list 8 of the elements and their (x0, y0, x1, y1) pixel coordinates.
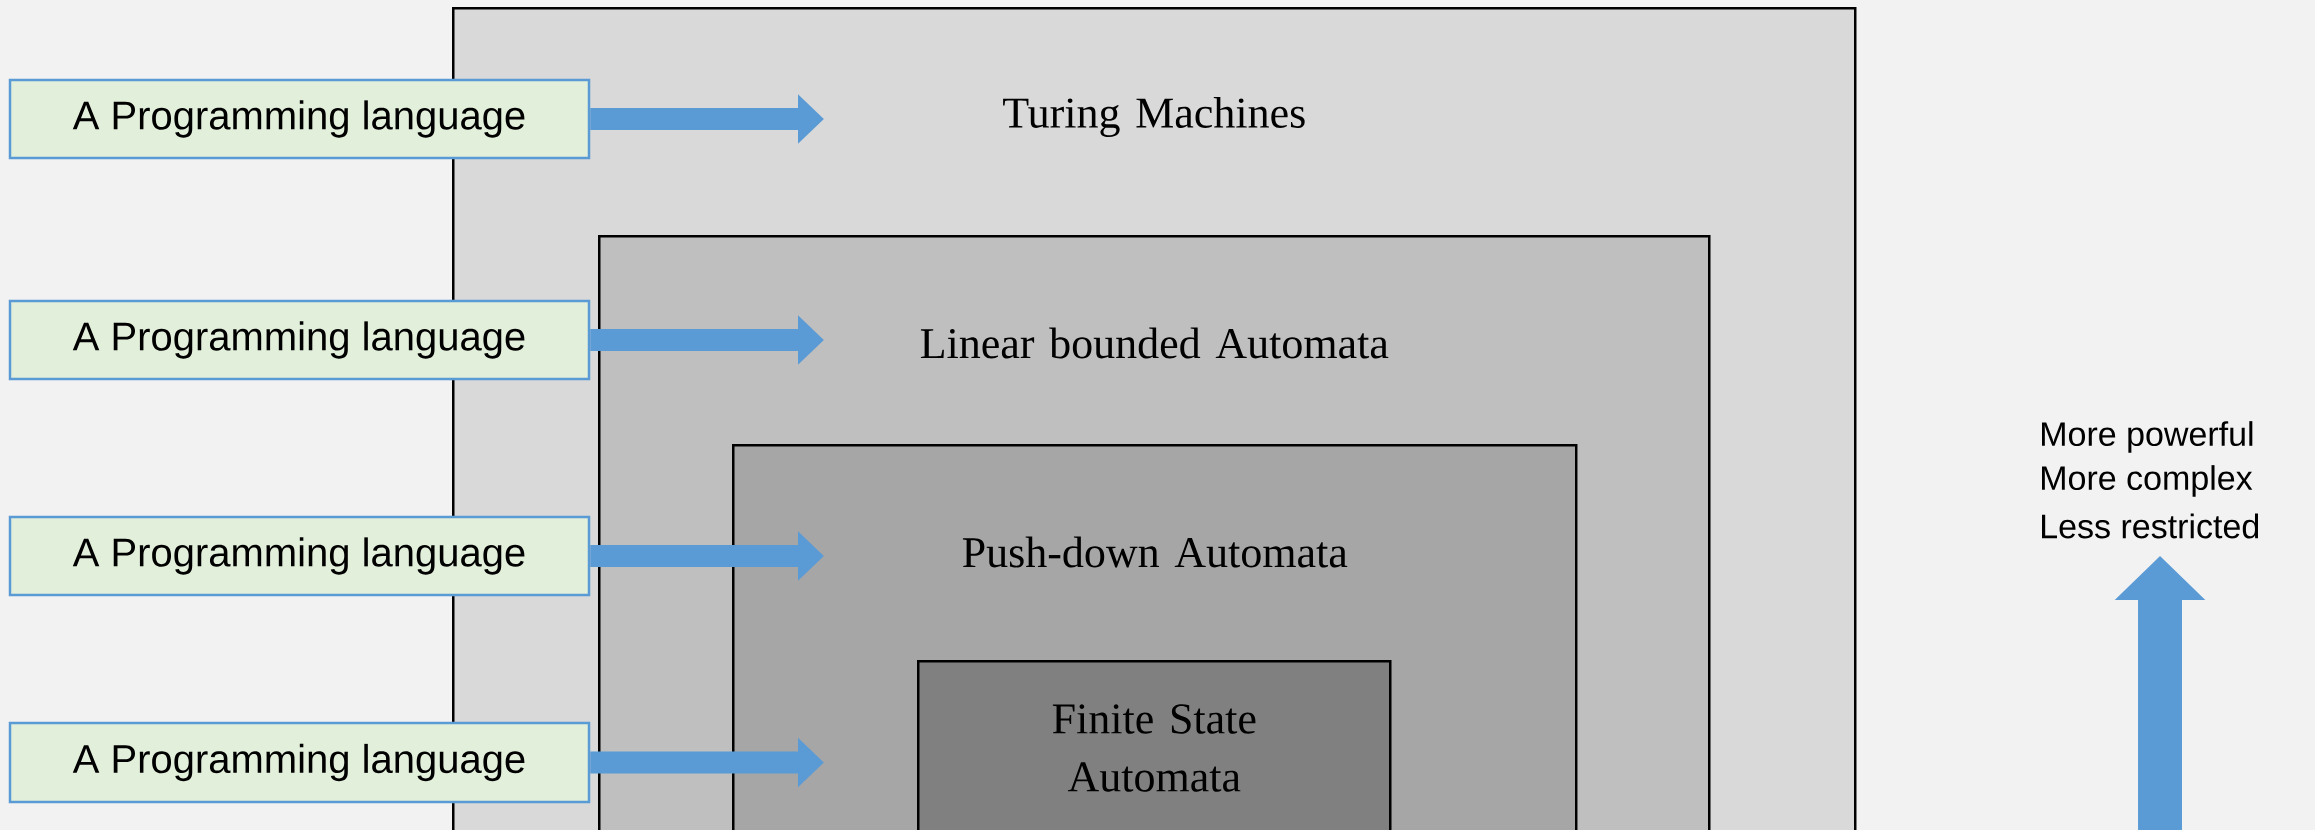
note-text: More complex (2042, 465, 2253, 497)
nested-box: Finite State Automata (917, 660, 1392, 830)
note-text: Less restricted (2042, 513, 2259, 539)
note-text: More powerful (2042, 421, 2253, 453)
language-box: A Programming language (8, 78, 591, 160)
language-box: A Programming language (8, 721, 591, 804)
language-box: A Programming language (8, 299, 591, 381)
language-box: A Programming language (8, 515, 591, 597)
